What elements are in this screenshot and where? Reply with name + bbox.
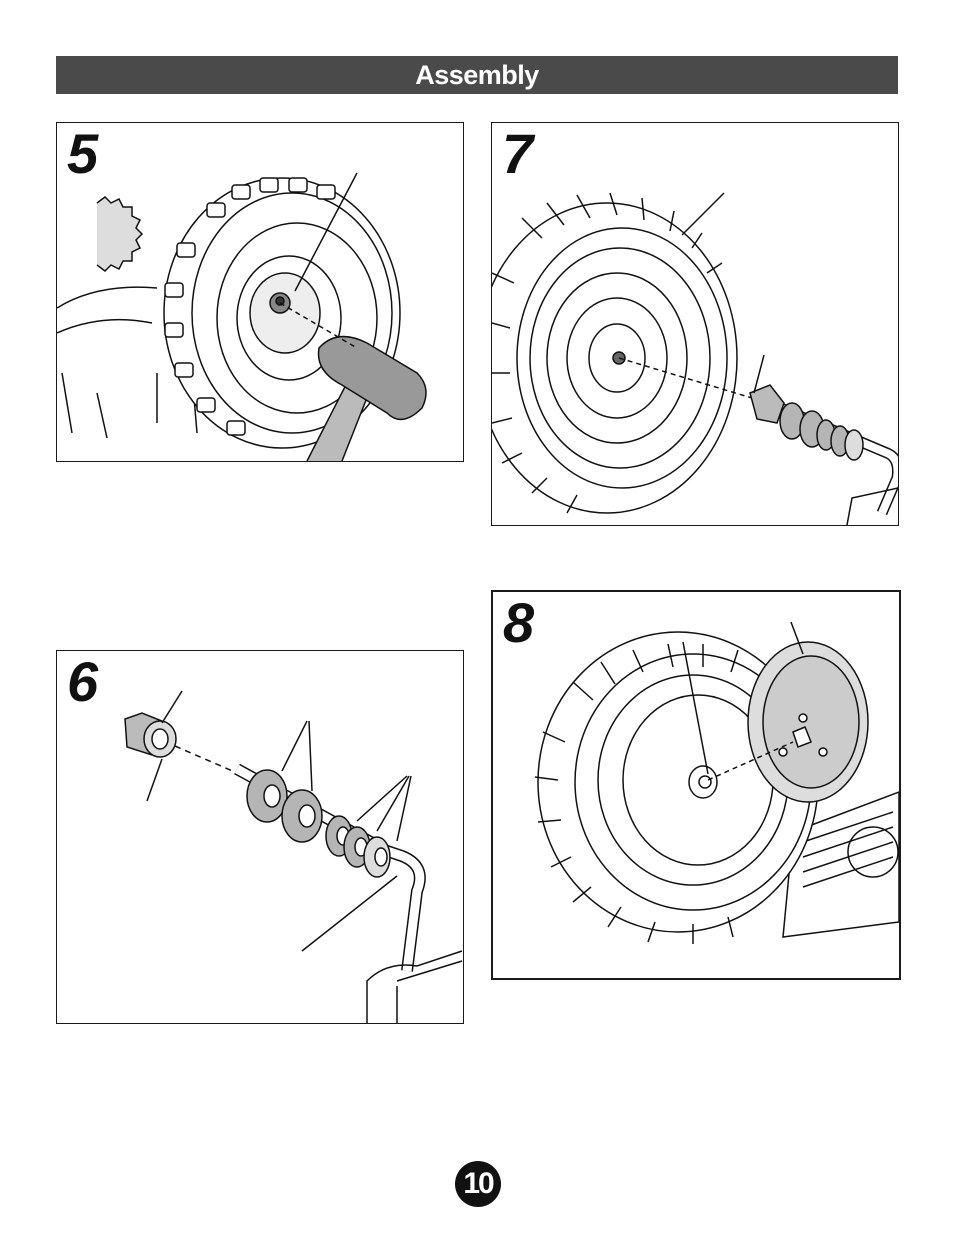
step-6-number: 6 — [67, 650, 98, 714]
step-5-panel: 5 — [56, 122, 464, 462]
step-7-illustration — [492, 123, 898, 525]
step-5-illustration — [57, 123, 463, 461]
step-8-panel: 8 — [491, 590, 901, 980]
step-6-illustration — [57, 651, 463, 1023]
section-title: Assembly — [415, 60, 539, 90]
step-7-number: 7 — [502, 122, 533, 186]
step-8-number: 8 — [503, 590, 534, 655]
step-6-panel: 6 — [56, 650, 464, 1024]
section-header: Assembly — [56, 56, 898, 94]
step-5-number: 5 — [67, 122, 98, 186]
step-8-illustration — [493, 592, 899, 978]
page-number-text: 10 — [463, 1167, 492, 1200]
page-number: 10 — [455, 1161, 501, 1207]
step-7-panel: 7 — [491, 122, 899, 526]
